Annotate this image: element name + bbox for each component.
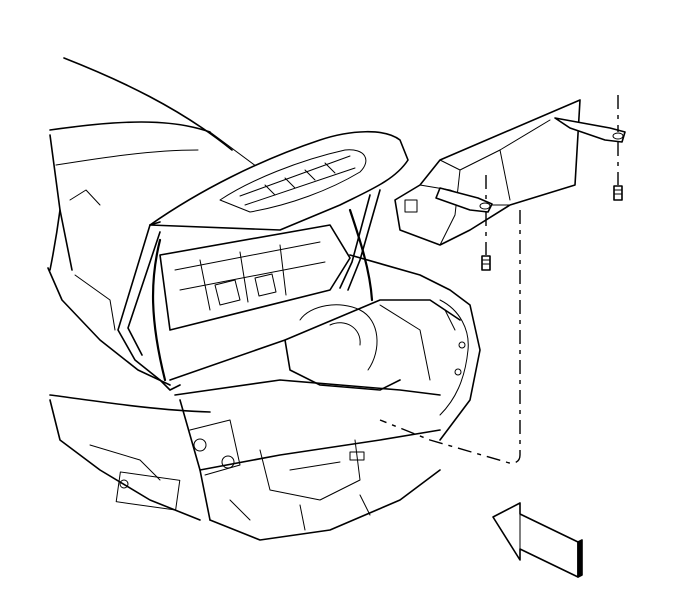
roof-and-rear-window [49, 57, 265, 271]
fastener-upper [613, 95, 623, 201]
left-quarter-panel [47, 267, 211, 521]
installation-leader-line [379, 210, 521, 464]
fastener-lower [481, 175, 491, 271]
rear-trim-panel-bracket [394, 99, 626, 246]
view-direction-arrow-icon [492, 502, 583, 578]
right-quarter-panel [349, 254, 481, 441]
trunk-lid [117, 130, 409, 391]
rear-end-panel [179, 399, 441, 541]
rear-compartment [159, 224, 461, 396]
